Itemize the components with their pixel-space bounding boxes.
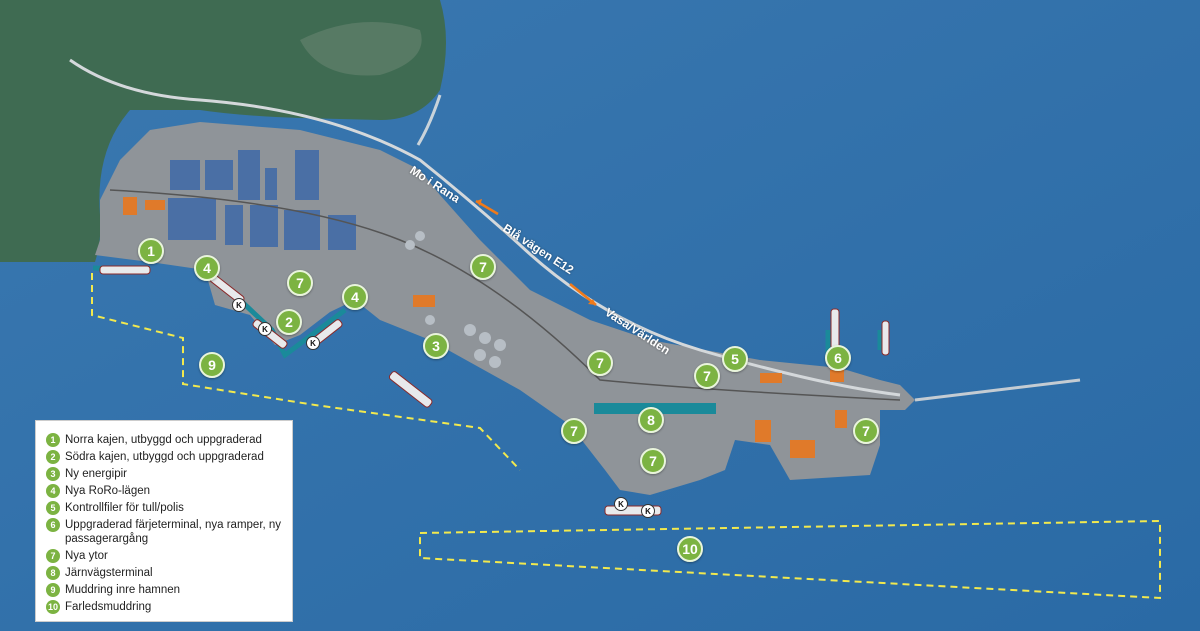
legend-item: 5 Kontrollfiler för tull/polis [46,501,284,515]
arrow-vasa-head [588,299,596,305]
legend-label: Kontrollfiler för tull/polis [65,502,184,514]
marker-6: 6 [825,345,851,371]
marker-5: 5 [722,346,748,372]
marker-4-north: 4 [194,255,220,281]
legend-item: 8 Järnvägsterminal [46,566,284,580]
marker-7-far-east: 7 [853,418,879,444]
control-point-badge: K [641,504,655,518]
legend-item: 6 Uppgraderad färjeterminal, nya ramper,… [46,518,284,546]
marker-2: 2 [276,309,302,335]
legend-number: 7 [46,549,60,563]
storage-fields [168,150,356,250]
marker-1: 1 [138,238,164,264]
legend-label: Södra kajen, utbyggd och uppgraderad [65,451,264,463]
legend-label: Uppgraderad färjeterminal, nya ramper, n… [65,519,282,545]
control-point-badge: K [232,298,246,312]
legend-item: 3 Ny energipir [46,467,284,481]
legend-number: 3 [46,467,60,481]
legend-label: Ny energipir [65,468,127,480]
marker-7-west: 7 [287,270,313,296]
legend-item: 1 Norra kajen, utbyggd och uppgraderad [46,433,284,447]
inner-harbour-dredging [91,273,521,471]
marker-9: 9 [199,352,225,378]
marker-7-south: 7 [640,448,666,474]
legend-label: Norra kajen, utbyggd och uppgraderad [65,434,262,446]
legend-number: 4 [46,484,60,498]
legend-label: Nya ytor [65,550,108,562]
control-point-badge: K [614,497,628,511]
marker-10: 10 [677,536,703,562]
control-point-badge: K [258,322,272,336]
legend-label: Farledsmuddring [65,601,152,613]
causeway [914,378,1081,402]
legend-item: 9 Muddring inre hamnen [46,583,284,597]
storage-tanks [405,231,506,368]
legend-number: 6 [46,518,60,532]
legend-number: 10 [46,600,60,614]
fairway-dredging [419,519,1161,600]
marker-8: 8 [638,407,664,433]
control-point-badge: K [306,336,320,350]
arrow-mo-i-rana-head [476,199,482,206]
legend: 1 Norra kajen, utbyggd och uppgraderad 2… [35,420,293,622]
legend-number: 5 [46,501,60,515]
marker-3: 3 [423,333,449,359]
buildings [123,197,847,458]
legend-label: Nya RoRo-lägen [65,485,151,497]
legend-label: Järnvägsterminal [65,567,153,579]
marker-7-east: 7 [694,363,720,389]
marker-7-south-west: 7 [561,418,587,444]
legend-item: 4 Nya RoRo-lägen [46,484,284,498]
island-north [300,22,422,76]
marker-7-road: 7 [470,254,496,280]
legend-label: Muddring inre hamnen [65,584,181,596]
legend-item: 7 Nya ytor [46,549,284,563]
rail-line [109,189,901,401]
marker-4-east: 4 [342,284,368,310]
legend-number: 8 [46,566,60,580]
legend-number: 2 [46,450,60,464]
legend-number: 1 [46,433,60,447]
marina [416,94,442,146]
legend-item: 10 Farledsmuddring [46,600,284,614]
legend-item: 2 Södra kajen, utbyggd och uppgraderad [46,450,284,464]
legend-number: 9 [46,583,60,597]
marker-7-center: 7 [587,350,613,376]
